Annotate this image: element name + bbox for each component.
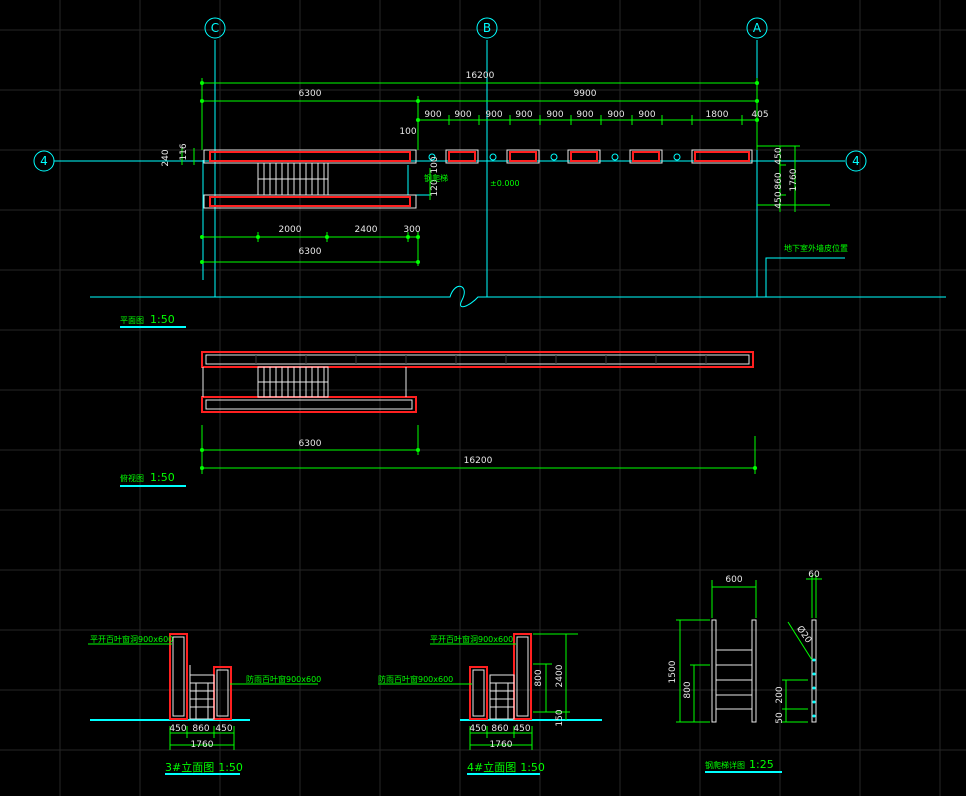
- plan-dimension-ticks: [200, 81, 759, 264]
- dim-seg-9: 1800: [706, 110, 729, 120]
- note-ground-line: 地下室外墙皮位置: [784, 243, 848, 253]
- dim-plan-left-span: 6300: [299, 89, 322, 99]
- elev3-note-top: 平开百叶窗洞900x600: [90, 634, 173, 644]
- elev3-dim-total: 1760: [191, 740, 214, 750]
- ladder-dim-d20: Ø20: [794, 624, 814, 646]
- dim-plan-total: 16200: [466, 71, 495, 81]
- plan-dimension-lines: [181, 78, 830, 266]
- elev4-note-left: 防雨百叶窗900x600: [378, 674, 453, 684]
- ladder-dim-60: 60: [808, 570, 820, 580]
- elev3-dim-2: 860: [192, 724, 209, 734]
- dim-100b: 100: [430, 156, 440, 173]
- dim-116: 116: [179, 143, 189, 160]
- dim-seg-1: 900: [424, 110, 441, 120]
- elev3-note-right: 防雨百叶窗900x600: [246, 674, 321, 684]
- dim-120: 120: [430, 179, 440, 196]
- ladder-dim-50: 50: [775, 712, 785, 724]
- ladder-dim-800: 800: [683, 681, 693, 698]
- dim-right-v-total: 1760: [789, 168, 799, 191]
- dim-seg-5: 900: [546, 110, 563, 120]
- elev4-dim-total: 1760: [490, 740, 513, 750]
- dim-seg-10: 405: [751, 110, 768, 120]
- basement-wall-line: [765, 257, 845, 297]
- dim-plan-right-span: 9900: [574, 89, 597, 99]
- dim-lower-total: 6300: [299, 247, 322, 257]
- dim-seg-4: 900: [515, 110, 532, 120]
- axis-bubble-c: [204, 17, 226, 39]
- axis-label-4-left: 4: [40, 154, 48, 168]
- dim-100: 100: [399, 127, 416, 137]
- axis-bubble-4-right: [845, 150, 867, 172]
- dim-right-v-2: 860: [774, 172, 784, 189]
- axis-label-4-right: 4: [852, 154, 860, 168]
- elevation-3: 平开百叶窗洞900x600 防雨百叶窗900x600 450 860 450 1…: [88, 633, 321, 775]
- elevation-4: 平开百叶窗洞900x600 防雨百叶窗900x600 450 860 450 1…: [378, 633, 602, 775]
- axis-bubble-a: [746, 17, 768, 39]
- dim-seg-8: 900: [638, 110, 655, 120]
- dim-right-v-3: 450: [774, 191, 784, 208]
- elev3-dim-1: 450: [169, 724, 186, 734]
- axis-label-a: A: [753, 21, 762, 35]
- plan-stairs: [257, 162, 329, 196]
- dim-seg-6: 900: [576, 110, 593, 120]
- ladder-dim-1500: 1500: [668, 660, 678, 683]
- elev4-dim-v-800: 800: [534, 669, 544, 686]
- axis-label-c: C: [211, 21, 219, 35]
- axis-label-b: B: [483, 21, 491, 35]
- dim-seg-3: 900: [485, 110, 502, 120]
- elev4-note-top: 平开百叶窗洞900x600: [430, 634, 513, 644]
- elev4-dim-v-2400: 2400: [555, 664, 565, 687]
- elev3-dim-3: 450: [215, 724, 232, 734]
- axis-bubble-b: [476, 17, 498, 39]
- elev4-dim-2: 860: [491, 724, 508, 734]
- elev4-dim-v-150: 150: [555, 709, 565, 726]
- dim-roof-6300: 6300: [299, 439, 322, 449]
- dim-seg-2: 900: [454, 110, 471, 120]
- note-level: ±0.000: [490, 179, 520, 188]
- dim-roof-16200: 16200: [464, 456, 493, 466]
- ladder-dim-200: 200: [775, 686, 785, 703]
- axis-bubble-4-left: [33, 150, 55, 172]
- ladder-dim-600: 600: [725, 575, 742, 585]
- dim-seg-7: 900: [607, 110, 624, 120]
- plan-view: C B A 4 4: [33, 17, 946, 328]
- dim-lower-2: 2400: [355, 225, 378, 235]
- ground-line: [90, 286, 946, 308]
- elev4-dim-3: 450: [513, 724, 530, 734]
- dim-240: 240: [161, 149, 171, 166]
- dim-right-v-1: 450: [774, 147, 784, 164]
- dim-lower-3: 300: [403, 225, 420, 235]
- dim-lower-1: 2000: [279, 225, 302, 235]
- elev4-dim-1: 450: [469, 724, 486, 734]
- note-ladder: 钢爬梯: [424, 173, 448, 183]
- plan-walls: [203, 149, 753, 209]
